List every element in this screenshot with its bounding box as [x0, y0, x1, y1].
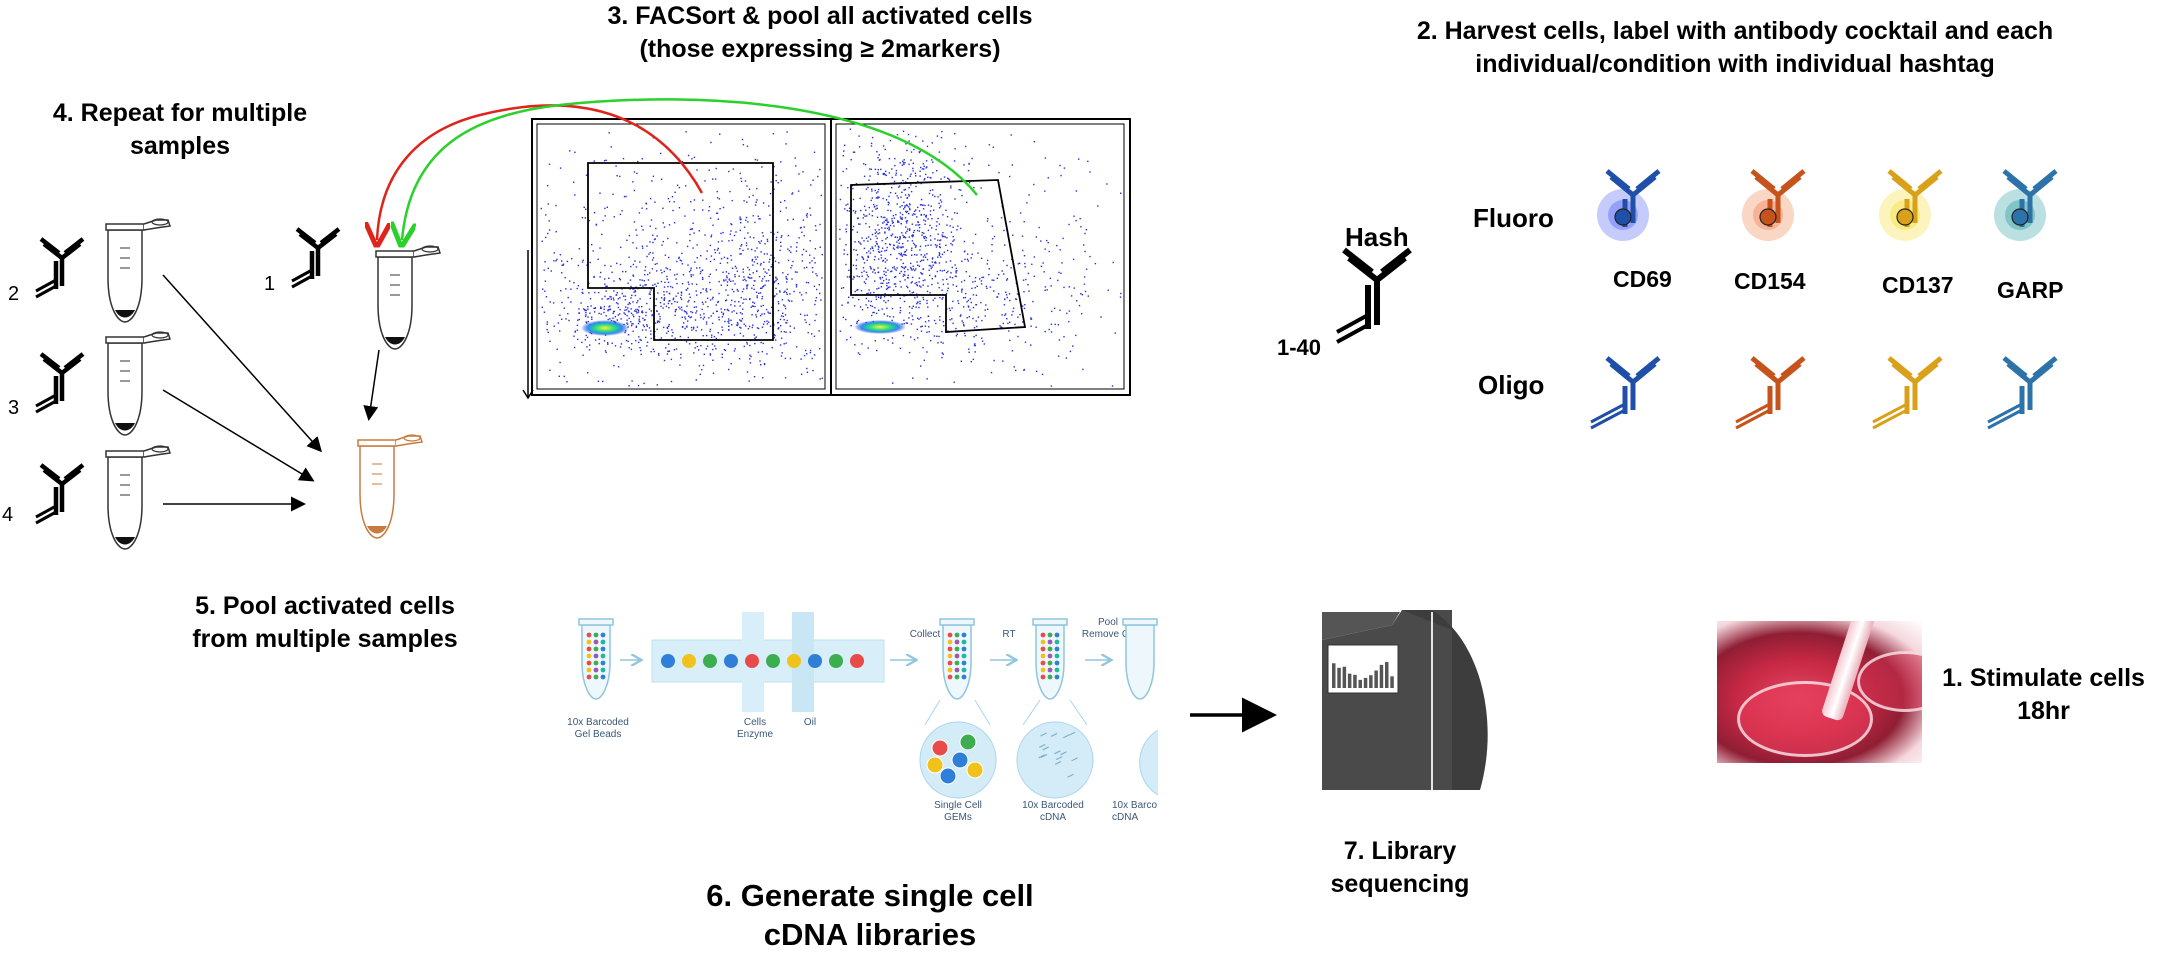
sample-antibody-4	[35, 463, 85, 525]
gel-beads-label: 10x Barcoded Gel Beads	[567, 717, 629, 740]
collect-label: Collect	[909, 629, 941, 640]
gate-1	[587, 162, 774, 341]
scatter-plot-1	[540, 131, 823, 387]
sample-antibody-2	[35, 237, 85, 299]
gel-bead-tube	[578, 618, 614, 700]
gem-tube	[939, 618, 975, 700]
sample-tubes	[105, 218, 441, 550]
arrow-sample-2-to-pool	[162, 274, 323, 453]
barcoded-cdna-label-2: 10x Barco cDNA	[1112, 800, 1158, 823]
step-4-line2: samples	[129, 131, 231, 160]
step-3-title: 3. FACSort & pool all activated cells (t…	[520, 0, 1120, 65]
gem-workflow	[578, 612, 1159, 799]
fluoro-antibody-cd69	[1597, 169, 1661, 241]
tube-sample-3	[105, 331, 171, 436]
hash-antibody-icon	[1336, 247, 1412, 344]
step-3-line2: (those expressing ≥ 2markers)	[639, 34, 1001, 63]
sample-antibodies	[35, 227, 341, 525]
step-7-line2: sequencing	[1330, 869, 1470, 898]
green-arrow	[402, 98, 978, 240]
cells-enzyme-label: Cells Enzyme	[736, 717, 774, 740]
tube-sample-4	[105, 445, 171, 550]
step-1-title: 1. Stimulate cells 18hr	[1922, 662, 2165, 727]
marker-antibodies	[1590, 169, 2058, 430]
marker-label-cd69: CD69	[1613, 266, 1672, 292]
step-4-line1: 4. Repeat for multiple	[52, 99, 308, 127]
cd154-fluorophore-icon	[1759, 208, 1777, 226]
step-3-line1: 3. FACSort & pool all activated cells	[607, 2, 1033, 30]
step-5-title: 5. Pool activated cells from multiple sa…	[165, 590, 485, 655]
fluoro-antibody-garp	[1994, 169, 2058, 241]
fluoro-antibody-cd137	[1879, 169, 1943, 241]
step-7-title: 7. Library sequencing	[1290, 835, 1510, 900]
density-hotspot-2	[854, 320, 906, 334]
fluoro-row-label: Fluoro	[1473, 203, 1554, 233]
sample-number-1: 1	[264, 273, 276, 295]
sample-antibody-3	[35, 352, 85, 414]
cell-culture-photo	[1717, 621, 1922, 763]
hash-range-label: 1-40	[1277, 335, 1322, 360]
red-arrow	[377, 104, 704, 240]
arrow-sample-1-to-pool	[363, 349, 380, 421]
step-1-line1: 1. Stimulate cells	[1942, 664, 2145, 692]
step-4-title: 4. Repeat for multiple samples	[40, 97, 320, 162]
hash-label: Hash	[1345, 222, 1409, 252]
step-2-line2: individual/condition with individual has…	[1475, 49, 1995, 78]
facs-plots	[522, 118, 1131, 400]
sample-number-2: 2	[8, 283, 20, 305]
marker-label-cd154: CD154	[1734, 268, 1806, 294]
sequencer-icon	[1322, 610, 1488, 790]
step-7-line1: 7. Library	[1343, 837, 1457, 865]
sample-number-4: 4	[2, 504, 14, 526]
tube-sample-1	[375, 245, 441, 350]
cd137-fluorophore-icon	[1896, 208, 1914, 226]
barcoded-cdna-label: 10x Barcoded cDNA	[1022, 800, 1084, 823]
marker-label-garp: GARP	[1997, 277, 2064, 303]
cdna-zoom-circle-2	[1139, 729, 1159, 796]
bead-row	[661, 654, 864, 668]
density-hotspot-1	[581, 320, 629, 336]
cd69-fluorophore-icon	[1614, 208, 1632, 226]
sample-antibody-1	[291, 227, 341, 289]
step-5-line1: 5. Pool activated cells	[195, 592, 455, 620]
garp-fluorophore-icon	[2011, 208, 2029, 226]
gate-2	[850, 179, 1027, 333]
marker-label-cd137: CD137	[1882, 272, 1954, 298]
step-2-line1: 2. Harvest cells, label with antibody co…	[1416, 17, 2054, 45]
oil-label: Oil	[803, 717, 817, 728]
tube-pooled	[357, 434, 423, 539]
cdna-zoom-circle	[1016, 721, 1094, 799]
tube-sample-2	[105, 218, 171, 323]
step-2-title: 2. Harvest cells, label with antibody co…	[1345, 15, 2125, 80]
arrow-sample-3-to-pool	[162, 389, 315, 482]
step-5-line2: from multiple samples	[192, 624, 458, 653]
oligo-row-label: Oligo	[1478, 370, 1545, 400]
sample-number-3: 3	[8, 397, 20, 419]
oligo-antibody-garp	[1987, 356, 2058, 430]
single-cell-gems-label: Single Cell GEMs	[934, 800, 982, 823]
rt-tube	[1032, 618, 1068, 700]
step-6-line2: cDNA libraries	[763, 916, 977, 952]
oligo-antibody-cd69	[1590, 356, 1661, 430]
scatter-plot-2	[839, 128, 1122, 387]
fluoro-antibody-cd154	[1742, 169, 1806, 241]
step-1-line2: 18hr	[2017, 696, 2070, 725]
oligo-antibody-cd137	[1872, 356, 1943, 430]
pooled-cdna-tube	[1122, 618, 1158, 700]
oligo-antibody-cd154	[1735, 356, 1806, 430]
step-6-title: 6. Generate single cell cDNA libraries	[680, 877, 1060, 955]
rt-label: RT	[1002, 629, 1016, 640]
step-6-line1: 6. Generate single cell	[706, 878, 1034, 913]
